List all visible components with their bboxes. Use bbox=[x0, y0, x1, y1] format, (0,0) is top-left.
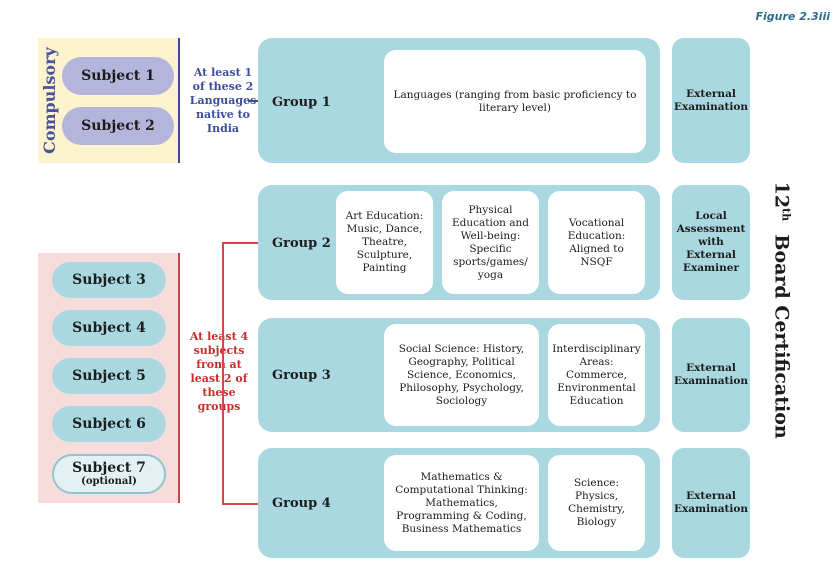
compulsory-divider bbox=[178, 38, 180, 163]
elective-requirement-note: At least 4 subjects from at least 2 of t… bbox=[189, 330, 249, 413]
vocational-education-card: Vocational Education: Aligned to NSQF bbox=[548, 191, 645, 294]
group-3-label: Group 3 bbox=[272, 368, 331, 383]
interdisciplinary-card: Interdisciplinary Areas: Commerce, Envir… bbox=[548, 324, 645, 426]
exam-group-2: Local Assessment with External Examiner bbox=[672, 185, 750, 300]
optional-tag: (optional) bbox=[81, 476, 137, 487]
compulsory-label: Compulsory bbox=[39, 47, 59, 154]
subject-2-pill: Subject 2 bbox=[62, 107, 174, 145]
board-certification-title: 12th Board Certification bbox=[770, 181, 794, 439]
elective-divider bbox=[178, 253, 180, 503]
physical-education-card: Physical Education and Well-being: Speci… bbox=[442, 191, 539, 294]
subject-7-label: Subject 7 bbox=[72, 460, 146, 476]
art-education-card: Art Education: Music, Dance, Theatre, Sc… bbox=[336, 191, 433, 294]
group-4-connector bbox=[222, 503, 258, 505]
subject-7-pill: Subject 7 (optional) bbox=[52, 454, 166, 494]
figure-label: Figure 2.3iii bbox=[755, 10, 830, 23]
exam-group-1: External Examination bbox=[672, 38, 750, 163]
subject-1-pill: Subject 1 bbox=[62, 57, 174, 95]
group-1-label: Group 1 bbox=[272, 95, 331, 110]
elective-bracket bbox=[222, 242, 224, 504]
science-card: Science: Physics, Chemistry, Biology bbox=[548, 455, 645, 551]
subject-3-pill: Subject 3 bbox=[52, 262, 166, 298]
subject-6-pill: Subject 6 bbox=[52, 406, 166, 442]
exam-group-4: External Examination bbox=[672, 448, 750, 558]
subject-4-pill: Subject 4 bbox=[52, 310, 166, 346]
group-1-connector bbox=[248, 100, 258, 102]
subject-5-pill: Subject 5 bbox=[52, 358, 166, 394]
language-requirement-note: At least 1 of these 2 Languages native t… bbox=[189, 66, 257, 135]
languages-card: Languages (ranging from basic proficienc… bbox=[384, 50, 646, 153]
group-4-label: Group 4 bbox=[272, 496, 331, 511]
exam-group-3: External Examination bbox=[672, 318, 750, 432]
social-science-card: Social Science: History, Geography, Poli… bbox=[384, 324, 539, 426]
group-2-connector bbox=[222, 242, 258, 244]
group-2-label: Group 2 bbox=[272, 236, 331, 251]
mathematics-card: Mathematics & Computational Thinking: Ma… bbox=[384, 455, 539, 551]
